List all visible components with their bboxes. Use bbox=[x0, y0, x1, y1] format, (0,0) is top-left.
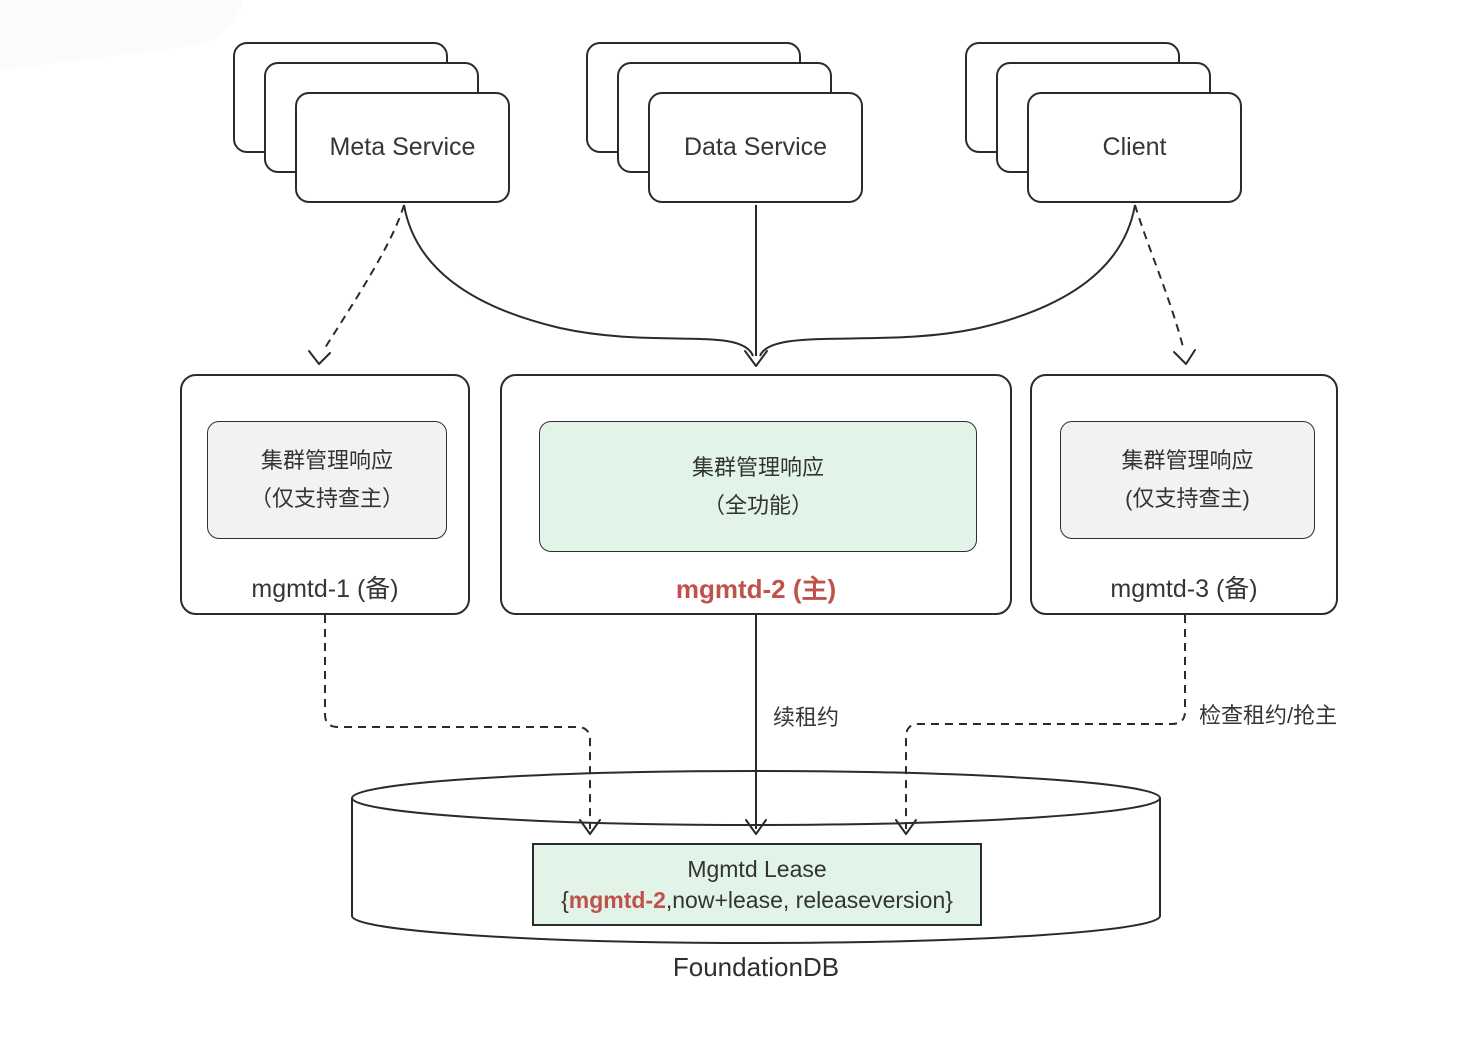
arrowhead-primary-top bbox=[744, 350, 768, 367]
mgmtd-lease-record: Mgmtd Lease {mgmtd-2,now+lease, releasev… bbox=[532, 843, 982, 926]
arrowhead-mgmtd1-top bbox=[308, 350, 331, 365]
edge-mgmtd1-to-db bbox=[324, 615, 591, 829]
node-mgmtd-3: 集群管理响应 (仅支持查主) mgmtd-3 (备) bbox=[1030, 374, 1338, 615]
data-service-card: Data Service bbox=[648, 92, 863, 203]
arrowhead-mgmtd1-db bbox=[579, 819, 601, 835]
edge-meta-to-primary bbox=[403, 204, 754, 357]
service-stack-meta: Meta Service bbox=[233, 42, 511, 204]
response-line2: （全功能） bbox=[702, 492, 813, 518]
node-mgmtd-2: 集群管理响应 （全功能） mgmtd-2 (主) bbox=[500, 374, 1012, 615]
edge-mgmtd3-to-db bbox=[905, 615, 1186, 829]
meta-service-label: Meta Service bbox=[329, 133, 476, 161]
lease-value-rest: ,now+lease, releaseversion} bbox=[665, 886, 953, 913]
response-line1: 集群管理响应 bbox=[1121, 448, 1254, 473]
client-label: Client bbox=[1102, 133, 1167, 161]
service-stack-client: Client bbox=[965, 42, 1243, 204]
data-service-label: Data Service bbox=[683, 133, 828, 161]
edge-meta-to-mgmtd1 bbox=[322, 204, 405, 352]
edge-client-to-mgmtd3 bbox=[1134, 204, 1185, 352]
mgmtd-3-response-panel: 集群管理响应 (仅支持查主) bbox=[1060, 421, 1315, 539]
service-stack-data: Data Service bbox=[586, 42, 864, 204]
response-line1: 集群管理响应 bbox=[260, 448, 393, 473]
response-line2: （仅支持查主） bbox=[249, 486, 404, 511]
check-lease-edge-label: 检查租约/抢主 bbox=[1199, 703, 1338, 728]
lease-value-leader: mgmtd-2 bbox=[568, 886, 666, 913]
mgmtd-3-label: mgmtd-3 (备) bbox=[1110, 575, 1258, 603]
renew-lease-edge-label: 续租约 bbox=[773, 705, 840, 730]
arrowhead-mgmtd3-db bbox=[895, 819, 917, 835]
arrowhead-mgmtd3-top bbox=[1173, 349, 1196, 365]
lease-value-open: { bbox=[561, 886, 569, 913]
node-mgmtd-1: 集群管理响应 （仅支持查主） mgmtd-1 (备) bbox=[180, 374, 470, 615]
client-card: Client bbox=[1027, 92, 1242, 203]
lease-title: Mgmtd Lease bbox=[687, 855, 827, 882]
mgmtd-1-response-panel: 集群管理响应 （仅支持查主） bbox=[207, 421, 447, 539]
mgmtd-1-label: mgmtd-1 (备) bbox=[251, 575, 399, 603]
meta-service-card: Meta Service bbox=[295, 92, 510, 203]
edge-client-to-primary bbox=[759, 204, 1136, 357]
response-line1: 集群管理响应 bbox=[691, 454, 824, 480]
lease-value: {mgmtd-2,now+lease, releaseversion} bbox=[561, 885, 953, 916]
mgmtd-2-response-panel: 集群管理响应 （全功能） bbox=[539, 421, 977, 552]
arrowhead-primary-db bbox=[745, 819, 767, 835]
foundationdb-label: FoundationDB bbox=[672, 952, 840, 982]
mgmtd-2-label: mgmtd-2 (主) bbox=[675, 574, 837, 604]
response-line2: (仅支持查主) bbox=[1125, 486, 1250, 511]
